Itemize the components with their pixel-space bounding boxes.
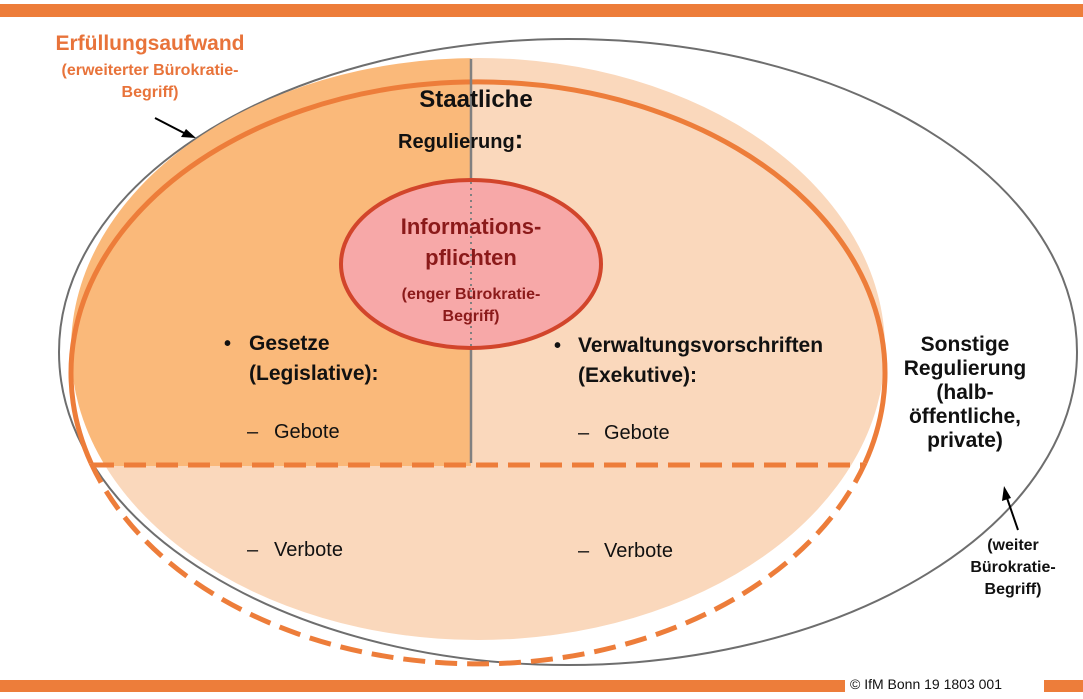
state-label-colon: : xyxy=(514,124,524,154)
wide-label-arrow xyxy=(1006,497,1019,531)
legislative-verbote: Verbote xyxy=(274,539,343,561)
copyright: © IfM Bonn 19 1803 001 xyxy=(850,676,1002,692)
legislative-gebote: Gebote xyxy=(274,421,340,443)
info-label-line2: pflichten xyxy=(425,245,517,270)
info-label-sub1: (enger Bürokratie- xyxy=(401,286,541,303)
state-label-line2: Regulierung: xyxy=(398,124,523,155)
inner-ellipse-lower-arc xyxy=(88,461,868,667)
outer-label-subtitle-1: (erweiterter Bürokratie- xyxy=(61,62,239,79)
executive-line1: Verwaltungsvorschriften xyxy=(578,334,824,357)
other-label-line5: private) xyxy=(927,429,1003,452)
info-label-line1: Informations- xyxy=(400,214,542,239)
wide-label-line1: (weiter xyxy=(987,537,1039,554)
executive-line2: (Exekutive): xyxy=(578,364,698,387)
other-label-line4: öffentliche, xyxy=(908,405,1021,428)
top-bar xyxy=(0,4,1083,17)
executive-gebote: Gebote xyxy=(604,422,670,444)
legislative-bullet: • xyxy=(224,333,232,355)
legislative-dash-2: – xyxy=(247,539,259,561)
bottom-bar-right xyxy=(1044,680,1083,692)
executive-bullet: • xyxy=(554,335,562,357)
other-label-line3: (halb- xyxy=(936,381,994,404)
executive-dash-2: – xyxy=(578,540,590,562)
bottom-bar-left xyxy=(0,680,845,692)
inner-ellipse-upper-arc xyxy=(68,79,888,465)
executive-verbote: Verbote xyxy=(604,540,673,562)
executive-dash-1: – xyxy=(578,422,590,444)
wide-label-line2: Bürokratie- xyxy=(970,559,1056,576)
other-label-line2: Regulierung xyxy=(903,357,1027,380)
outer-label-title: Erfüllungsaufwand xyxy=(55,32,245,55)
wide-label-line3: Begriff) xyxy=(984,581,1042,598)
outer-label-subtitle-2: Begriff) xyxy=(121,84,179,101)
other-label-line1: Sonstige xyxy=(920,333,1010,356)
state-label-line1: Staatliche xyxy=(419,86,533,113)
outer-label-arrowhead xyxy=(181,129,196,138)
legislative-line1: Gesetze xyxy=(249,332,330,355)
information-ellipse xyxy=(339,178,603,350)
wide-label-arrowhead xyxy=(1002,486,1011,501)
outer-label-arrow xyxy=(154,117,185,134)
state-label-word: Regulierung xyxy=(398,131,515,153)
info-label-sub2: Begriff) xyxy=(442,308,500,325)
legislative-dash-1: – xyxy=(247,421,259,443)
legislative-line2: (Legislative): xyxy=(249,362,379,385)
